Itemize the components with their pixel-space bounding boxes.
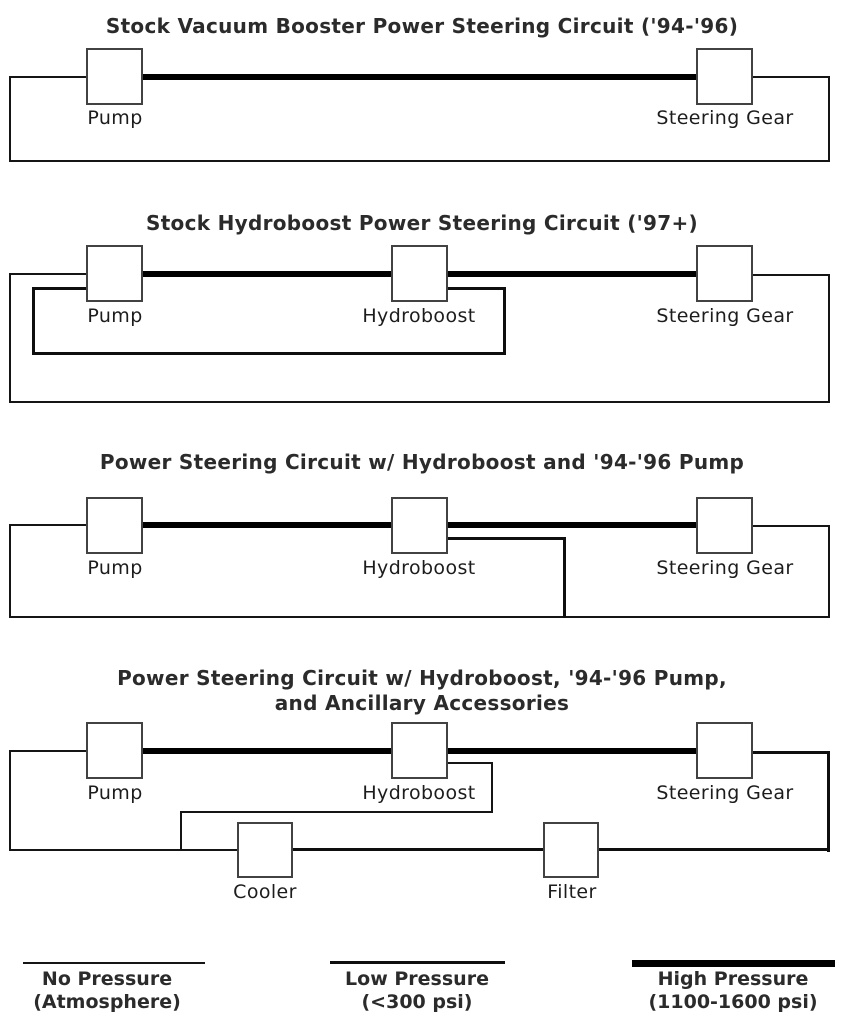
low-pressure-line: [445, 287, 506, 290]
no-pressure-line: [9, 750, 88, 752]
hydroboost-label: Hydroboost: [362, 782, 476, 804]
no-pressure-line: [9, 273, 88, 275]
pump-label: Pump: [87, 782, 143, 804]
no-pressure-line: [491, 762, 493, 813]
low-pressure-line: [32, 352, 506, 355]
no-pressure-line: [751, 274, 830, 276]
diagram-title: Power Steering Circuit w/ Hydroboost and…: [99, 450, 745, 474]
filter-box: [543, 822, 599, 878]
steering-gear-label: Steering Gear: [656, 782, 794, 804]
no-pressure-line: [828, 525, 830, 618]
diagram-title: Power Steering Circuit w/ Hydroboost, '9…: [0, 666, 844, 716]
steering-gear-label: Steering Gear: [656, 107, 794, 129]
no-pressure-line: [9, 524, 88, 526]
low-pressure-line: [827, 751, 830, 852]
steering-gear-label: Steering Gear: [656, 557, 794, 579]
cooler-label: Cooler: [233, 881, 297, 903]
legend-no-pressure-line: [23, 962, 205, 964]
pump-label: Pump: [87, 305, 143, 327]
low-pressure-line: [503, 287, 506, 355]
no-pressure-line: [180, 811, 493, 813]
legend-label: No Pressure: [41, 968, 173, 990]
no-pressure-line: [9, 401, 830, 403]
high-pressure-line: [143, 74, 696, 80]
low-pressure-line: [598, 848, 830, 851]
no-pressure-line: [9, 76, 88, 78]
diagram-title: Stock Vacuum Booster Power Steering Circ…: [105, 14, 739, 38]
pump-box: [86, 48, 143, 105]
legend-low-pressure-line: [330, 961, 505, 964]
diagram-title-line2: and Ancillary Accessories: [274, 691, 570, 715]
hydroboost-box: [391, 245, 448, 302]
hydroboost-box: [391, 497, 448, 554]
no-pressure-line: [9, 76, 11, 162]
low-pressure-line: [563, 537, 566, 618]
steering-gear-box: [696, 245, 753, 302]
legend-high-pressure-line: [632, 960, 835, 967]
legend-detail: (1100-1600 psi): [648, 991, 818, 1013]
no-pressure-line: [751, 76, 830, 78]
pump-label: Pump: [87, 557, 143, 579]
low-pressure-line: [291, 848, 545, 851]
no-pressure-line: [828, 76, 830, 162]
cooler-box: [237, 822, 293, 878]
filter-label: Filter: [547, 881, 597, 903]
hydroboost-label: Hydroboost: [362, 557, 476, 579]
diagram-title: Stock Hydroboost Power Steering Circuit …: [145, 211, 698, 235]
legend-item-high-pressure: High Pressure (1100-1600 psi): [648, 968, 817, 1014]
no-pressure-line: [9, 849, 239, 851]
pump-box: [86, 497, 143, 554]
hydroboost-box: [391, 722, 448, 779]
low-pressure-line: [751, 751, 830, 754]
no-pressure-line: [828, 274, 830, 403]
no-pressure-line: [9, 616, 830, 618]
legend-detail: (Atmosphere): [33, 991, 181, 1013]
pump-label: Pump: [87, 107, 143, 129]
no-pressure-line: [180, 811, 182, 850]
pump-box: [86, 245, 143, 302]
no-pressure-line: [9, 273, 11, 403]
no-pressure-line: [9, 750, 11, 851]
steering-gear-box: [696, 48, 753, 105]
no-pressure-line: [445, 762, 493, 764]
steering-gear-box: [696, 722, 753, 779]
low-pressure-line: [445, 537, 566, 540]
no-pressure-line: [9, 524, 11, 618]
no-pressure-line: [751, 525, 830, 527]
pump-box: [86, 722, 143, 779]
legend-label: High Pressure: [657, 968, 809, 990]
low-pressure-line: [32, 287, 88, 290]
legend-item-low-pressure: Low Pressure (<300 psi): [345, 968, 489, 1014]
hydroboost-label: Hydroboost: [362, 305, 476, 327]
steering-gear-box: [696, 497, 753, 554]
diagram-title-line1: Power Steering Circuit w/ Hydroboost, '9…: [117, 666, 727, 690]
legend-label: Low Pressure: [345, 968, 489, 990]
legend-detail: (<300 psi): [361, 991, 473, 1013]
legend-item-no-pressure: No Pressure (Atmosphere): [33, 968, 181, 1014]
low-pressure-line: [32, 287, 35, 355]
steering-gear-label: Steering Gear: [656, 305, 794, 327]
no-pressure-line: [9, 160, 830, 162]
